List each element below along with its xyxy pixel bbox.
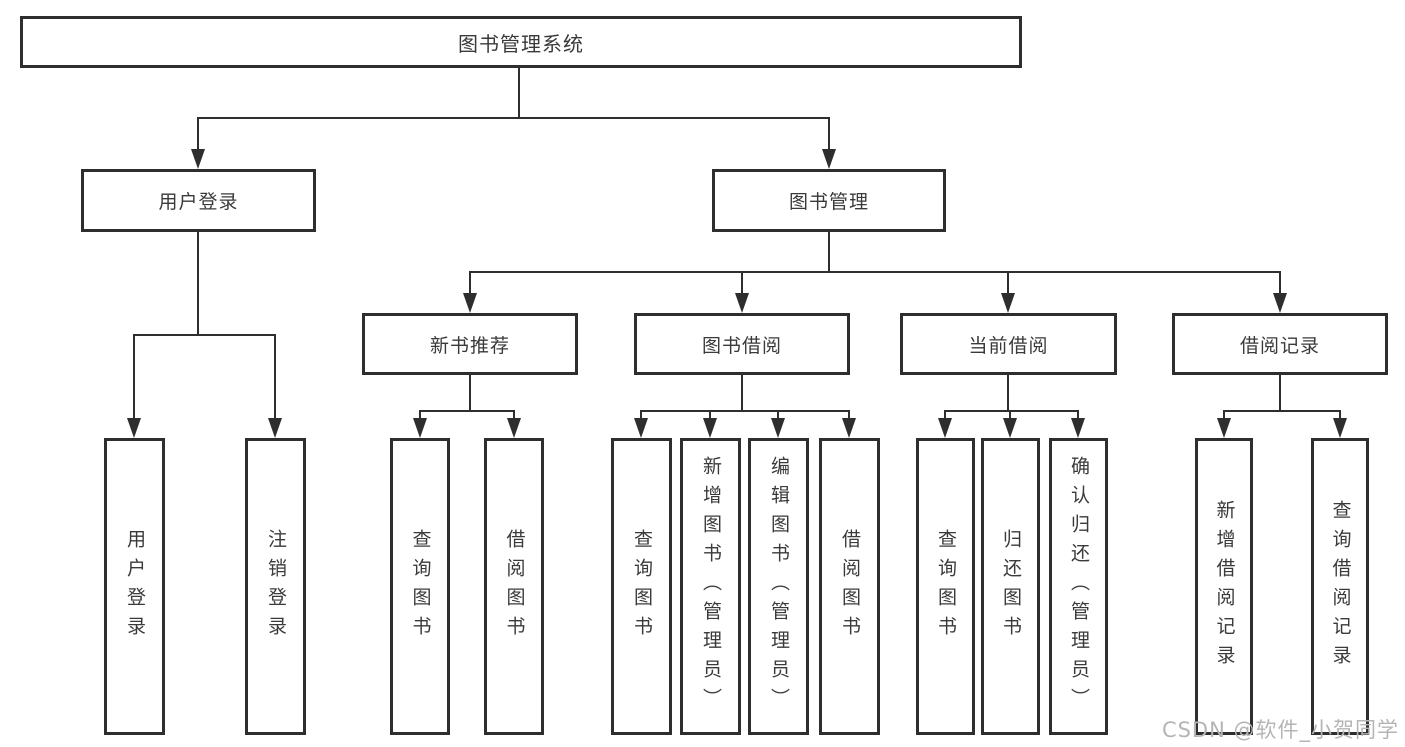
connector-to-book-management	[828, 117, 830, 151]
connector-to-book-borrowing	[741, 271, 743, 295]
node-label: 当前借阅	[968, 334, 1049, 357]
connector-new-book-rail	[419, 410, 515, 412]
arrow-down-icon	[413, 418, 427, 438]
arrow-down-icon	[127, 418, 141, 438]
leaf-logout: 注销登录	[245, 438, 306, 735]
connector-user-login-rail	[133, 334, 276, 336]
leaf-label: 归还图书	[1000, 528, 1022, 645]
leaf-label: 编辑图书（管理员）	[768, 456, 790, 717]
leaf-add-borrow-record: 新增借阅记录	[1195, 438, 1253, 735]
leaf-label: 借阅图书	[503, 528, 526, 645]
leaf-label: 用户登录	[124, 528, 146, 645]
connector-leaf-stub	[848, 410, 850, 420]
leaf-query-books-current: 查询图书	[916, 438, 975, 735]
connector-leaf-stub	[640, 410, 642, 420]
arrow-down-icon	[1003, 418, 1017, 438]
connector-current-borrowing-rail	[944, 410, 1079, 412]
node-borrowing-records: 借阅记录	[1172, 313, 1388, 375]
connector-leaf-stub	[419, 410, 421, 420]
csdn-watermark: CSDN @软件_小贺同学	[1161, 718, 1399, 742]
connector-level3-rail	[469, 271, 1281, 273]
connector-root-stem	[518, 68, 520, 119]
leaf-user-login: 用户登录	[104, 438, 165, 735]
node-user-login: 用户登录	[81, 169, 316, 232]
leaf-borrow-books-recommend: 借阅图书	[484, 438, 544, 735]
leaf-query-books-borrowing: 查询图书	[611, 438, 672, 735]
leaf-query-borrow-record: 查询借阅记录	[1311, 438, 1369, 735]
connector-level1-rail	[197, 117, 830, 119]
connector-borrowing-records-rail	[1223, 410, 1340, 412]
leaf-return-book: 归还图书	[981, 438, 1040, 735]
connector-leaf-stub	[1009, 410, 1011, 420]
leaf-label: 借阅图书	[839, 528, 861, 645]
connector-new-book-stem	[469, 375, 471, 412]
arrow-down-icon	[703, 418, 717, 438]
leaf-add-book-admin: 新增图书（管理员）	[680, 438, 741, 735]
node-label: 图书管理	[788, 191, 869, 213]
arrow-down-icon	[1217, 418, 1231, 438]
arrow-down-icon	[191, 149, 205, 169]
leaf-confirm-return-admin: 确认归还（管理员）	[1049, 438, 1108, 735]
node-label: 图书管理系统	[458, 31, 584, 56]
arrow-down-icon	[1333, 418, 1347, 438]
connector-to-user-login	[197, 117, 199, 151]
connector-book-management-stem	[828, 232, 830, 273]
leaf-label: 查询图书	[631, 528, 653, 645]
leaf-label: 查询借阅记录	[1329, 499, 1352, 674]
arrow-down-icon	[268, 418, 282, 438]
leaf-query-books-recommend: 查询图书	[390, 438, 450, 735]
arrow-down-icon	[735, 293, 749, 313]
arrow-down-icon	[771, 418, 785, 438]
arrow-down-icon	[938, 418, 952, 438]
leaf-borrow-books-borrowing: 借阅图书	[819, 438, 880, 735]
connector-leaf-stub	[1077, 410, 1079, 420]
arrow-down-icon	[1273, 293, 1287, 313]
node-current-borrowing: 当前借阅	[900, 313, 1117, 375]
leaf-label: 确认归还（管理员）	[1068, 456, 1090, 717]
connector-to-new-book	[469, 271, 471, 295]
connector-to-leaf-user-login	[133, 334, 135, 420]
connector-to-borrowing-records	[1279, 271, 1281, 295]
node-label: 新书推荐	[429, 334, 510, 357]
connector-current-borrowing-stem	[1007, 375, 1009, 412]
leaf-label: 新增借阅记录	[1213, 499, 1236, 674]
connector-to-current-borrowing	[1007, 271, 1009, 295]
leaf-edit-book-admin: 编辑图书（管理员）	[748, 438, 809, 735]
arrow-down-icon	[634, 418, 648, 438]
connector-book-borrowing-rail	[640, 410, 850, 412]
connector-leaf-stub	[1339, 410, 1341, 420]
leaf-label: 查询图书	[409, 528, 432, 645]
arrow-down-icon	[1071, 418, 1085, 438]
leaf-label: 查询图书	[935, 528, 957, 645]
connector-leaf-stub	[944, 410, 946, 420]
node-new-book-recommend: 新书推荐	[362, 313, 578, 375]
leaf-label: 注销登录	[265, 528, 287, 645]
connector-leaf-stub	[777, 410, 779, 420]
connector-book-borrowing-stem	[741, 375, 743, 412]
connector-leaf-stub	[513, 410, 515, 420]
arrow-down-icon	[842, 418, 856, 438]
node-label: 用户登录	[158, 191, 239, 213]
connector-user-login-stem	[197, 232, 199, 336]
node-label: 借阅记录	[1239, 334, 1320, 357]
arrow-down-icon	[1001, 293, 1015, 313]
node-root-library-system: 图书管理系统	[20, 16, 1022, 68]
node-book-borrowing: 图书借阅	[634, 313, 850, 375]
arrow-down-icon	[463, 293, 477, 313]
arrow-down-icon	[507, 418, 521, 438]
connector-to-leaf-logout	[274, 334, 276, 420]
leaf-label: 新增图书（管理员）	[700, 456, 722, 717]
connector-leaf-stub	[709, 410, 711, 420]
arrow-down-icon	[822, 149, 836, 169]
connector-leaf-stub	[1223, 410, 1225, 420]
node-label: 图书借阅	[701, 334, 782, 357]
node-book-management: 图书管理	[712, 169, 946, 232]
connector-borrowing-records-stem	[1279, 375, 1281, 412]
